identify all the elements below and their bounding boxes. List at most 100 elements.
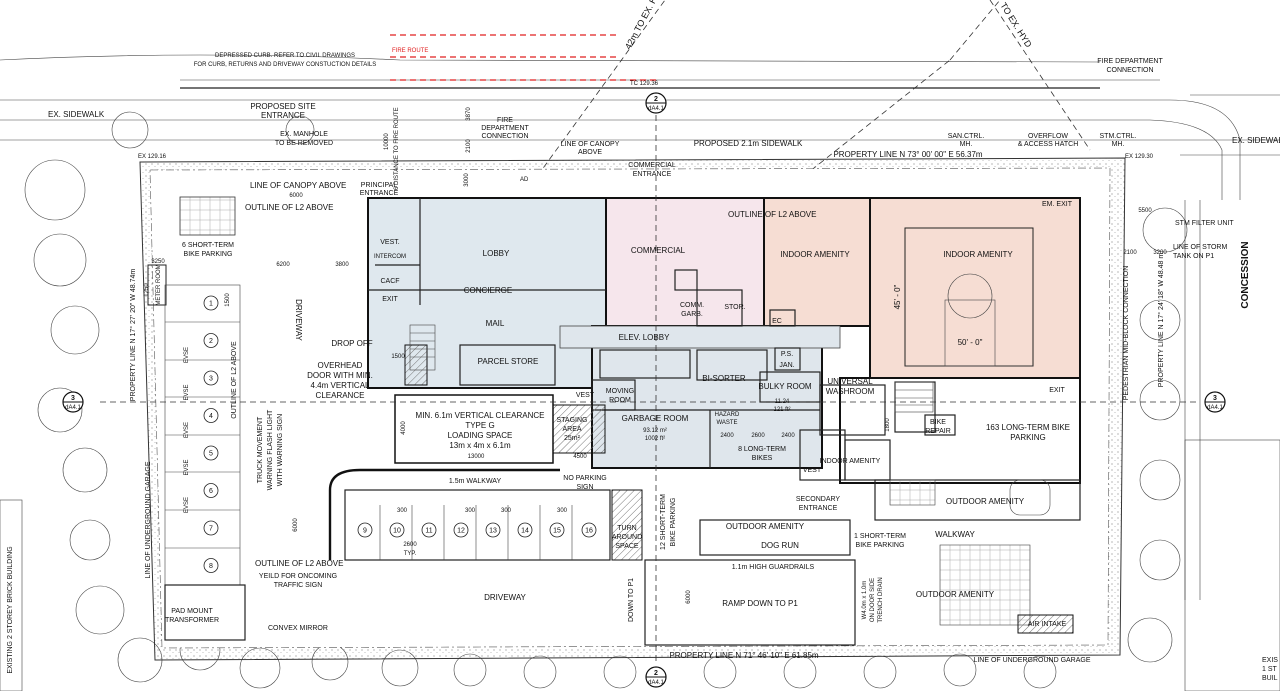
parking-stall-16: 16 bbox=[585, 528, 593, 535]
ramp bbox=[644, 559, 856, 646]
parking-stall-3: 3 bbox=[209, 376, 213, 383]
room-long-term-8: 8 LONG-TERM bbox=[738, 446, 786, 453]
site-entrance-2: ENTRANCE bbox=[261, 111, 305, 120]
turn-around: TURN bbox=[617, 525, 636, 532]
room-staging-3: 25m² bbox=[564, 435, 581, 442]
evse-label: EVSE bbox=[184, 347, 190, 363]
svg-text:6000: 6000 bbox=[293, 518, 299, 532]
room-ec: EC bbox=[772, 318, 782, 325]
loading-space-label: LOADING SPACE bbox=[448, 431, 513, 440]
room-jan: JAN. bbox=[779, 362, 794, 369]
room-outdoor-amenity-3: OUTDOOR AMENITY bbox=[916, 590, 995, 599]
property-line-right: PROPERTY LINE N 17° 24' 18" W 48.48 m bbox=[1157, 253, 1165, 388]
storm-tank-2: TANK ON P1 bbox=[1173, 253, 1214, 260]
parking-stall-6: 6 bbox=[209, 488, 213, 495]
ex-sidewalk-right: EX. SIDEWALK bbox=[1232, 136, 1280, 145]
interior-walls bbox=[368, 198, 956, 481]
san-ctrl: SAN.CTRL. bbox=[948, 133, 985, 140]
svg-text:300: 300 bbox=[557, 508, 568, 514]
commercial-entrance: COMMERCIAL bbox=[628, 162, 676, 169]
room-mail: MAIL bbox=[486, 319, 505, 328]
trench-drain-3: TRENCH DRAIN bbox=[878, 577, 884, 622]
storm-tank: LINE OF STORM bbox=[1173, 244, 1227, 251]
svg-text:dA4.1: dA4.1 bbox=[65, 405, 81, 411]
parking-stall-2: 2 bbox=[209, 338, 213, 345]
room-indoor-amenity-small: INDOOR AMENITY bbox=[820, 458, 881, 465]
convex-mirror: CONVEX MIRROR bbox=[268, 625, 328, 632]
short-term-12-2: BIKE PARKING bbox=[670, 498, 677, 547]
manhole-note-2: TO BE REMOVED bbox=[275, 140, 333, 147]
room-moving-2: ROOM bbox=[609, 397, 631, 404]
svg-text:2600: 2600 bbox=[403, 542, 417, 548]
svg-text:300: 300 bbox=[397, 508, 408, 514]
air-intake-label: AIR INTAKE bbox=[1028, 621, 1067, 628]
parking-stall-1: 1 bbox=[209, 301, 213, 308]
room-exit-right: EXIT bbox=[1049, 387, 1065, 394]
pad-mount: PAD MOUNT bbox=[171, 608, 213, 615]
parking-stall-12-marker bbox=[453, 522, 469, 538]
parking-stall-2-marker bbox=[203, 333, 219, 348]
loading-ramp-hatch bbox=[404, 344, 428, 386]
room-bike-repair: BIKE bbox=[930, 419, 946, 426]
canopy-top-2: ABOVE bbox=[578, 149, 602, 156]
fire-dept-label-2: DEPARTMENT bbox=[481, 125, 529, 132]
room-concierge: CONCIERGE bbox=[464, 286, 512, 295]
overhead-door-3: 4.4m VERTICAL bbox=[311, 381, 371, 390]
svg-text:5500: 5500 bbox=[1138, 208, 1152, 214]
evse-label: EVSE bbox=[184, 497, 190, 513]
san-ctrl-2: MH. bbox=[960, 141, 973, 148]
fire-dept-label: FIRE bbox=[497, 117, 513, 124]
driveway-vertical: DRIVEWAY bbox=[294, 299, 303, 341]
parking-stall-11-marker bbox=[421, 522, 437, 538]
room-walkway: WALKWAY bbox=[935, 530, 975, 539]
room-hazard-2: WASTE bbox=[716, 420, 737, 426]
driveway-curb bbox=[328, 468, 560, 560]
walkway-15: 1.5m WALKWAY bbox=[449, 478, 502, 485]
svg-text:2: 2 bbox=[654, 96, 658, 103]
underground-left: LINE OF UNDERGROUND GARAGE bbox=[145, 461, 152, 578]
overhead-door: OVERHEAD bbox=[318, 361, 363, 370]
svg-text:1500: 1500 bbox=[391, 354, 405, 360]
yield-sign-2: TRAFFIC SIGN bbox=[274, 582, 323, 589]
svg-text:1800: 1800 bbox=[885, 418, 891, 432]
section-mark-left bbox=[62, 391, 84, 413]
property-line-left: PROPERTY LINE N 17° 27' 20" W 48.74m bbox=[129, 269, 137, 402]
parking-stall-14-marker bbox=[517, 522, 533, 538]
room-comm-garb-2: GARB. bbox=[681, 311, 703, 318]
proposed-sidewalk: PROPOSED 2.1m SIDEWALK bbox=[694, 139, 803, 148]
room-staging: STAGING bbox=[557, 417, 588, 424]
svg-text:13000: 13000 bbox=[468, 454, 485, 460]
room-ps: P.S. bbox=[781, 351, 793, 358]
loading-space-dims: 13m x 4m x 6.1m bbox=[449, 441, 511, 450]
secondary-entrance: SECONDARY bbox=[796, 496, 841, 503]
evse-label: EVSE bbox=[184, 422, 190, 438]
room-labels: VEST. INTERCOM CACF EXIT LOBBY CONCIERGE… bbox=[374, 201, 1073, 599]
room-vest-mid: VEST bbox=[576, 392, 595, 399]
svg-text:2100: 2100 bbox=[466, 139, 472, 153]
ex-elev-left: EX 129.16 bbox=[138, 154, 167, 160]
fire-dept-connection-top: FIRE DEPARTMENT bbox=[1097, 58, 1163, 65]
parking-stall-11: 11 bbox=[425, 528, 432, 535]
bike-rack-left bbox=[179, 196, 236, 236]
canopy-top: LINE OF CANOPY bbox=[561, 141, 620, 148]
svg-text:4000: 4000 bbox=[401, 421, 407, 435]
parking-stall-3-marker bbox=[203, 370, 219, 386]
manhole-note: EX. MANHOLE bbox=[280, 131, 328, 138]
svg-text:dA4.1: dA4.1 bbox=[648, 106, 664, 112]
property-line-bottom: PROPERTY LINE N 71° 46' 10" E 61.85m bbox=[669, 651, 818, 660]
existing-brick: EXISTING 2 STOREY BRICK BUILDING bbox=[7, 546, 14, 673]
room-universal-2: WASHROOM bbox=[826, 387, 875, 396]
room-hazard: HAZARD bbox=[715, 412, 740, 418]
no-parking-sign-2: SIGN bbox=[576, 484, 593, 491]
room-indoor-amenity-1: INDOOR AMENITY bbox=[780, 250, 850, 259]
property-line-top: PROPERTY LINE N 73° 00' 00" E 56.37m bbox=[833, 150, 982, 159]
overflow-hatch: OVERFLOW bbox=[1028, 133, 1068, 140]
svg-text:3: 3 bbox=[1213, 395, 1217, 402]
parking-stall-8: 8 bbox=[209, 563, 213, 570]
ad-label: AD bbox=[520, 177, 529, 183]
room-bulky: BULKY ROOM bbox=[758, 382, 812, 391]
commercial-entrance-2: ENTRANCE bbox=[633, 171, 672, 178]
bulky-area-ft: 121 ft² bbox=[773, 407, 790, 413]
